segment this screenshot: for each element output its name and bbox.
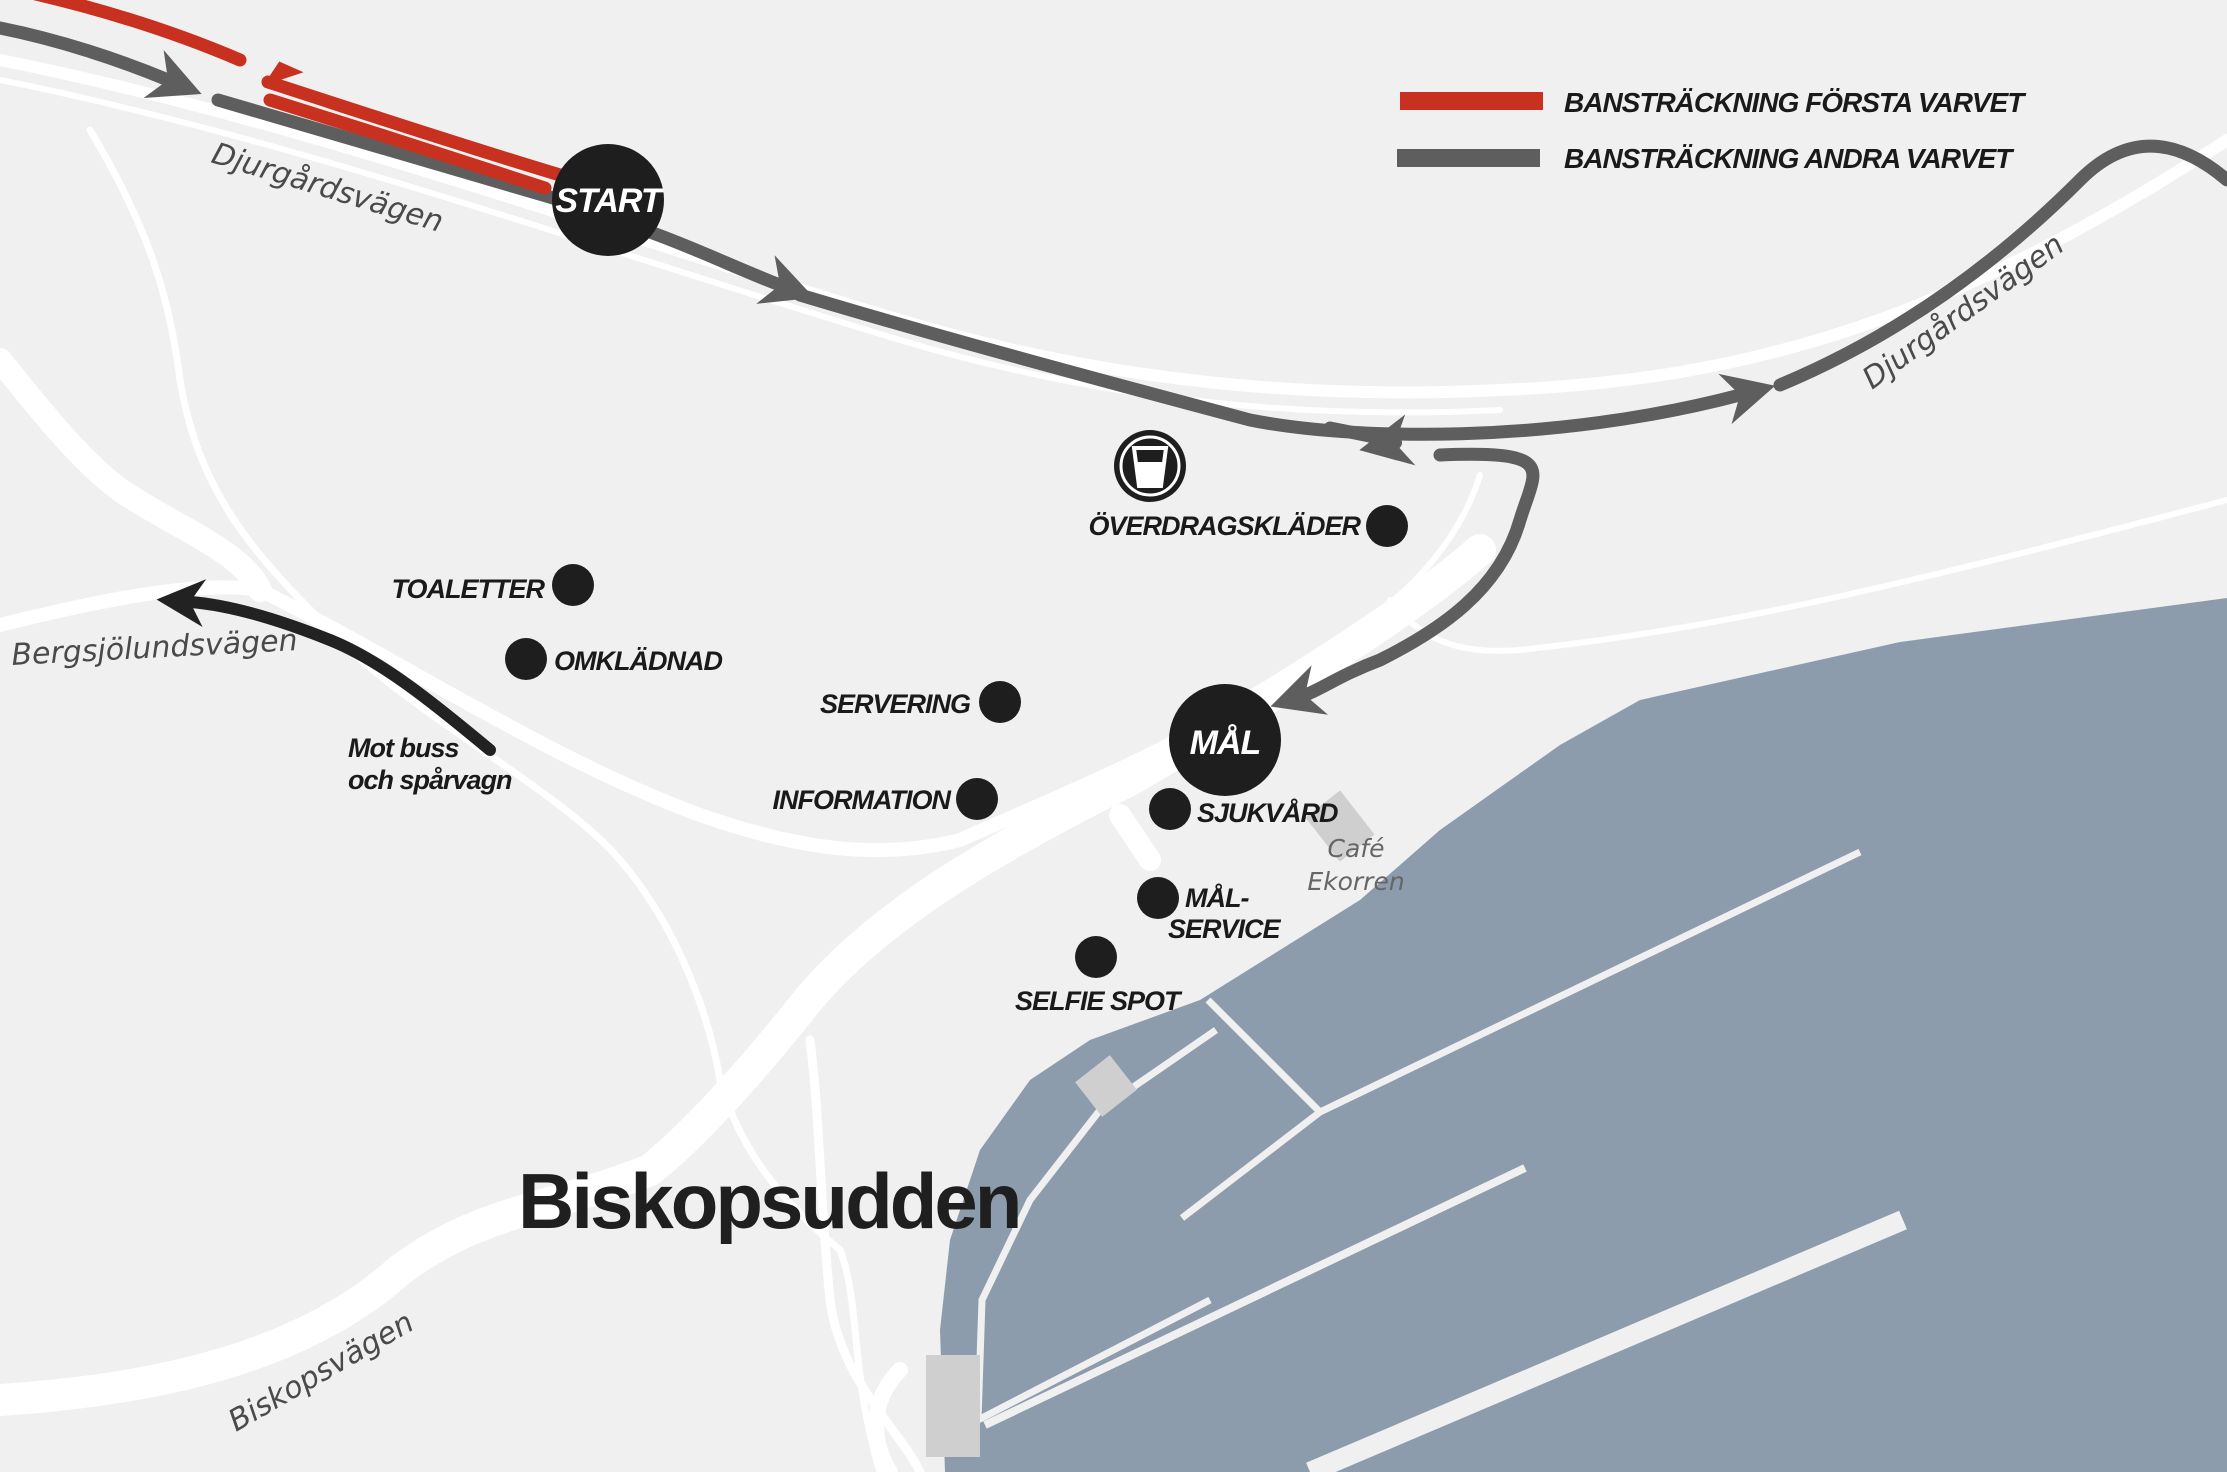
route-first-lap-return (261, 75, 567, 182)
place-name: Biskopsudden (518, 1157, 1019, 1245)
poi-label-overdragsklader: ÖVERDRAGSKLÄDER (1088, 511, 1361, 541)
transit-arrow (156, 579, 496, 756)
drink-cup-shape (1131, 446, 1169, 488)
pier-long (1306, 1210, 1907, 1472)
cafe-label-line1: Café (1328, 834, 1385, 863)
poi-label-selfie-spot: SELFIE SPOT (1015, 986, 1183, 1016)
path-east-link (1377, 472, 1483, 613)
poi-dot-icon (956, 778, 998, 820)
building-south (926, 1355, 980, 1457)
route-second-lap-finish-loop (1270, 447, 1540, 715)
start-marker-label: START (555, 182, 664, 220)
drink-cup-icon (1114, 430, 1186, 502)
legend-label-first-lap: BANSTRÄCKNING FÖRSTA VARVET (1564, 87, 2027, 118)
poi-dot-icon (1075, 936, 1117, 978)
poi-dot-icon (979, 681, 1021, 723)
transit-note-line2: och spårvagn (348, 765, 512, 795)
drink-cup-liquid (1136, 462, 1164, 484)
drink-cup-ring (1119, 435, 1181, 497)
route-second-lap-east (1773, 139, 2227, 392)
building-cafe (1305, 790, 1375, 862)
finish-marker-circle (1169, 684, 1281, 796)
start-marker: START (552, 144, 666, 256)
route-second-lap (0, 21, 2227, 715)
poi-dot-icon (552, 564, 594, 606)
poi-dot-icon (505, 638, 547, 680)
route-second-lap-entry (0, 21, 202, 99)
poi-label-omkladnad: OMKLÄDNAD (554, 646, 722, 676)
legend-label-second-lap: BANSTRÄCKNING ANDRA VARVET (1564, 143, 2015, 174)
road-djurgardsvagen (0, 54, 2227, 399)
route-second-lap-after-start (643, 225, 815, 304)
route-second-lap-finish (1323, 414, 1416, 466)
route-second-lap-main (793, 288, 1776, 441)
route-first-lap-start (263, 93, 552, 195)
poi-label-information: INFORMATION (773, 785, 952, 815)
route-first-lap-arrowhead (263, 61, 304, 86)
poi-label-malservice-1: MÅL- (1185, 882, 1249, 913)
path-finish-stub (1109, 804, 1161, 871)
water-area (940, 598, 2227, 1472)
start-marker-circle (552, 144, 664, 256)
route-first-lap (32, 0, 567, 195)
poi-dots (505, 505, 1408, 978)
pier-middle (983, 1164, 1527, 1429)
road-djurgardsvagen-south (0, 77, 1503, 416)
buildings (926, 790, 1375, 1457)
cafe-label-line2: Ekorren (1307, 867, 1404, 896)
poi-label-servering: SERVERING (820, 689, 971, 719)
route-first-lap-top (32, 0, 247, 67)
transit-note-line1: Mot buss (348, 733, 459, 763)
poi-dot-icon (1137, 877, 1179, 919)
road-sw-diagonal (0, 348, 272, 602)
path-south-branch (805, 1035, 925, 1472)
finish-marker: MÅL (1169, 684, 1281, 796)
poi-label-toaletter: TOALETTER (392, 574, 546, 604)
building-pier-house (1075, 1055, 1137, 1117)
legend: BANSTRÄCKNING FÖRSTA VARVET BANSTRÄCKNIN… (1397, 87, 2028, 174)
route-second-lap-to-start (211, 93, 567, 207)
finish-marker-label: MÅL (1190, 724, 1261, 762)
poi-dot-icon (1149, 788, 1191, 830)
poi-label-sjukvard: SJUKVÅRD (1197, 797, 1338, 828)
poi-label-malservice-2: SERVICE (1168, 914, 1282, 944)
poi-dot-icon (1366, 505, 1408, 547)
path-south-curl (868, 1362, 908, 1472)
path-east-inner (1387, 497, 2227, 654)
pier-branch (1179, 1109, 1323, 1221)
